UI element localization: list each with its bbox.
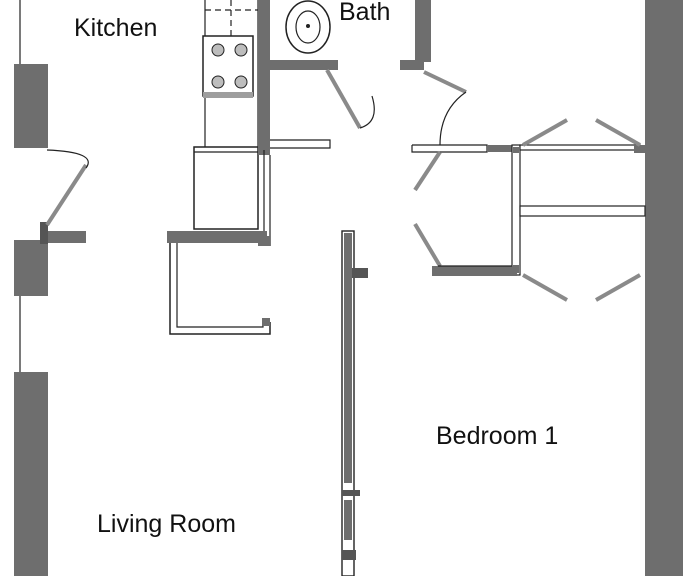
room-label-bath: Bath: [339, 0, 391, 26]
kitchen-counter-wall: [167, 231, 267, 243]
partition-wall-kitchen: [258, 0, 270, 145]
stove-burner: [211, 75, 225, 89]
entry-door-jamb: [40, 222, 48, 244]
entry-door-swing: [46, 149, 89, 169]
bath-door-leaf: [325, 69, 362, 129]
hall-door-leaf: [423, 70, 467, 94]
exterior-wall-west-bottom: [14, 372, 48, 576]
room-label-kitchen: Kitchen: [74, 14, 158, 42]
entry-door-stub: [48, 231, 86, 243]
refrigerator: [193, 146, 259, 230]
breakfast-bar: [169, 243, 271, 335]
bath-wall-right: [415, 0, 431, 62]
exterior-wall-east: [645, 0, 683, 576]
exterior-wall-west-top: [14, 64, 48, 148]
bath-wall-left: [270, 60, 338, 70]
stove-burner: [211, 43, 225, 57]
room-label-living-room: Living Room: [97, 510, 236, 538]
stove-burner: [234, 75, 248, 89]
closet-divider: [511, 144, 521, 276]
exterior-wall-west-mid: [14, 240, 48, 296]
stove: [202, 35, 254, 97]
entry-door-leaf: [45, 163, 88, 227]
room-label-bedroom: Bedroom 1: [436, 422, 559, 450]
stove-burner: [234, 43, 248, 57]
